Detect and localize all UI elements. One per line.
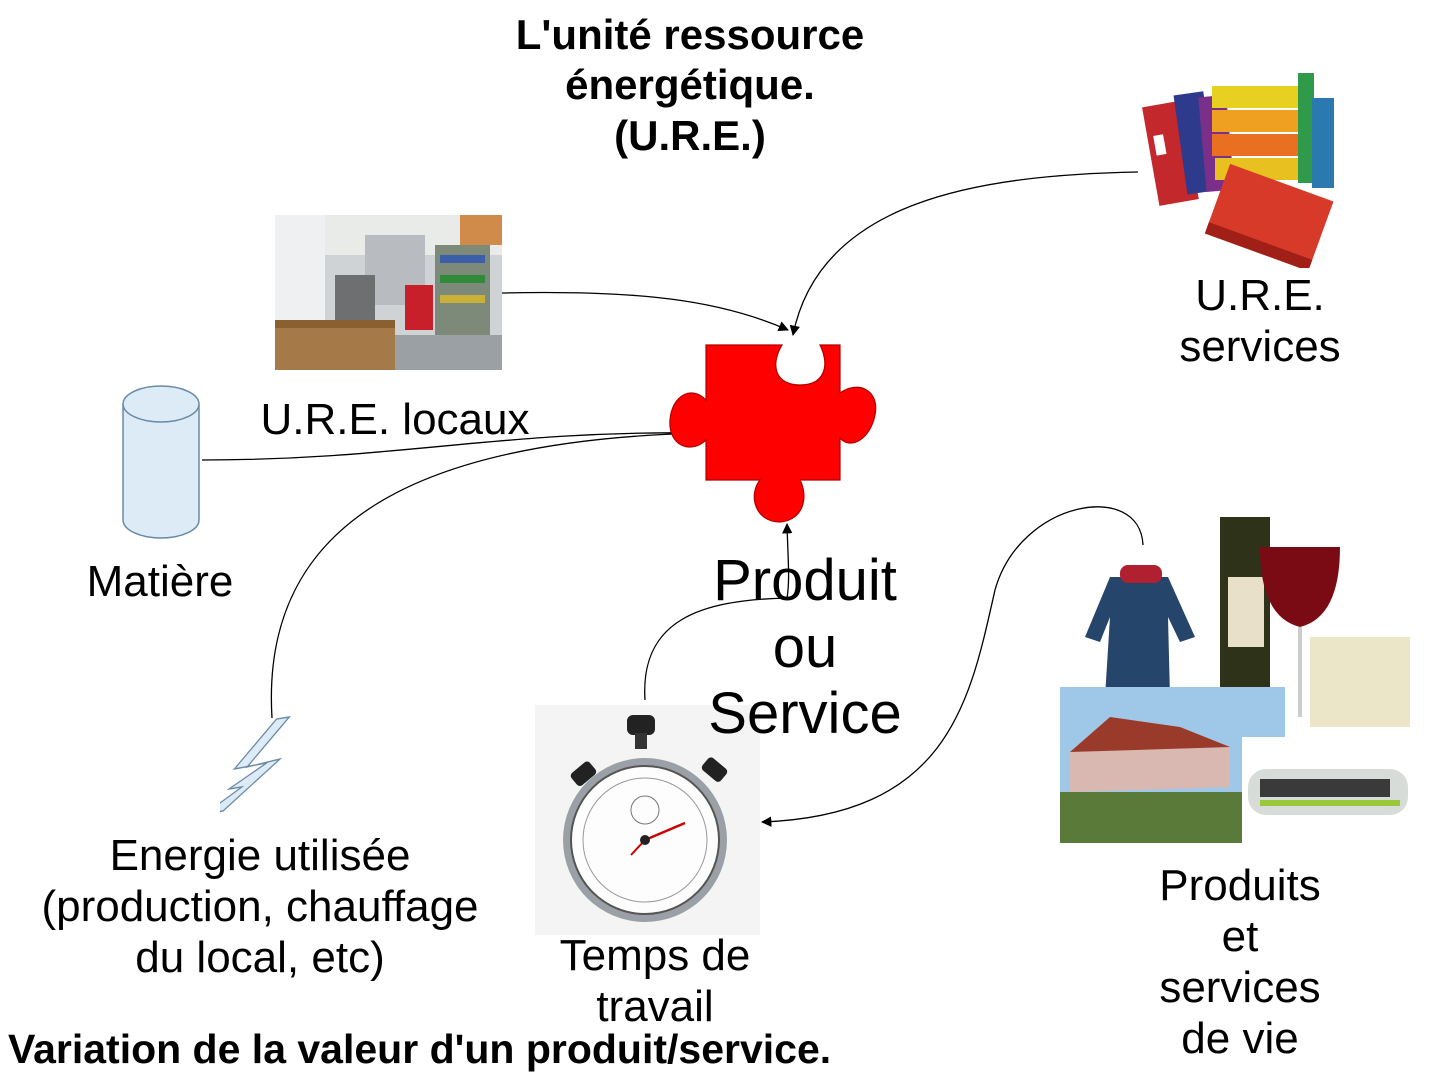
label-ure-services: U.R.E. services bbox=[1150, 270, 1370, 372]
services-line-1: U.R.E. bbox=[1195, 271, 1325, 320]
label-ure-locaux: U.R.E. locaux bbox=[260, 395, 530, 444]
title-line-2: énergétique. bbox=[565, 61, 815, 109]
produit-line-3: Service bbox=[708, 681, 902, 747]
arrow-temps bbox=[644, 522, 793, 701]
label-energie: Energie utilisée (production, chauffage … bbox=[10, 830, 510, 983]
arrow-energie bbox=[270, 432, 703, 719]
arrow-matiere bbox=[201, 427, 707, 461]
stopwatch-icon bbox=[535, 705, 760, 935]
temps-line-1: Temps de bbox=[559, 931, 751, 980]
produit-line-2: ou bbox=[772, 614, 838, 680]
footer-caption: Variation de la valeur d'un produit/serv… bbox=[8, 1026, 832, 1072]
arrow-locaux bbox=[501, 291, 789, 331]
temps-line-2: travail bbox=[596, 982, 714, 1032]
label-matiere: Matière bbox=[86, 557, 234, 606]
energie-line-3: du local, etc) bbox=[135, 933, 385, 983]
workshop-photo bbox=[275, 215, 502, 370]
vie-line-1: Produits bbox=[1159, 861, 1321, 910]
title-line-1: L'unité ressource bbox=[515, 11, 865, 58]
energie-line-1: Energie utilisée bbox=[109, 831, 411, 880]
services-line-2: services bbox=[1179, 322, 1341, 372]
vie-line-3: services bbox=[1159, 963, 1321, 1013]
arrow-services bbox=[789, 171, 1139, 337]
puzzle-piece-icon bbox=[669, 344, 877, 523]
energie-line-2: (production, chauffage bbox=[41, 882, 479, 932]
vie-line-4: de vie bbox=[1181, 1014, 1299, 1064]
diagram-title: L'unité ressource énergétique. (U.R.E.) bbox=[440, 10, 940, 161]
label-temps: Temps de travail bbox=[530, 930, 780, 1032]
lightning-icon bbox=[203, 715, 330, 820]
produit-line-1: Produit bbox=[713, 548, 897, 613]
vie-line-2: et bbox=[1221, 912, 1259, 962]
binders-icon bbox=[1140, 68, 1350, 272]
arrow-vie bbox=[760, 506, 1144, 827]
consumer-goods-photo bbox=[1060, 517, 1415, 843]
label-vie: Produits et services de vie bbox=[1120, 860, 1360, 1064]
cylinder-icon bbox=[118, 382, 204, 542]
label-produit-service: Produit ou Service bbox=[680, 548, 930, 748]
title-line-3: (U.R.E.) bbox=[614, 111, 766, 159]
